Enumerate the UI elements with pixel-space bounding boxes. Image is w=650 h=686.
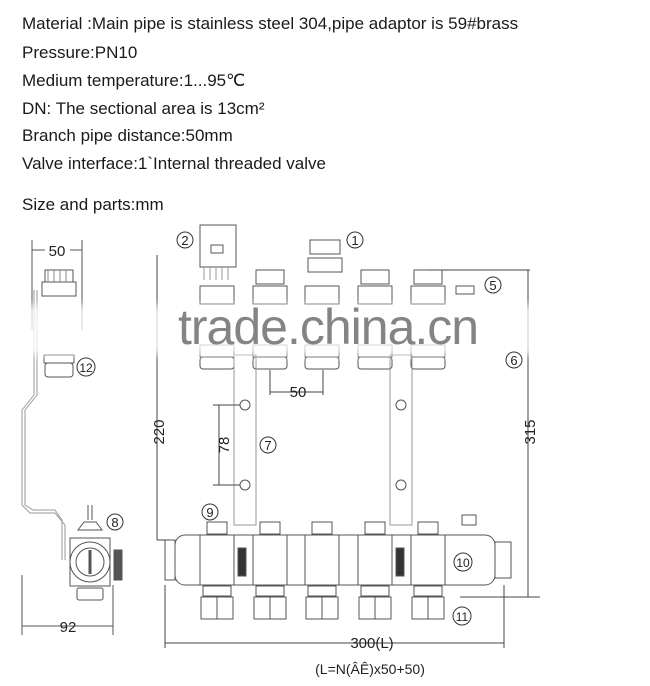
svg-text:9: 9 (206, 505, 213, 520)
spec-pressure: Pressure:PN10 (22, 43, 138, 62)
spec-branch-distance: Branch pipe distance:50mm (22, 126, 233, 145)
bottom-header (164, 514, 512, 620)
watermark: trade.china.cn (178, 299, 479, 355)
svg-text:12: 12 (79, 361, 93, 375)
dim-length: 300(L) (350, 635, 393, 652)
dim-length-formula: (L=N(ÂÊ)x50+50) (315, 661, 425, 677)
callout-9: 9 (201, 503, 219, 521)
dim-height-right: 315 (522, 419, 539, 444)
dim-side-depth: 92 (60, 619, 77, 636)
watermark-band (0, 305, 650, 355)
spec-material: Material :Main pipe is stainless steel 3… (22, 14, 519, 33)
spec-dn-area: DN: The sectional area is 13cm² (22, 99, 265, 118)
svg-text:5: 5 (489, 278, 496, 293)
outlet (199, 521, 235, 620)
top-manifold (199, 224, 475, 526)
svg-text:8: 8 (111, 515, 118, 530)
svg-text:7: 7 (264, 438, 271, 453)
svg-text:2: 2 (181, 233, 188, 248)
callout-8: 8 (106, 513, 124, 531)
svg-text:11: 11 (456, 610, 469, 624)
callout-12: 12 (76, 357, 96, 377)
callout-11: 11 (452, 606, 472, 626)
callout-7: 7 (259, 436, 277, 454)
dim-branch-spacing: 50 (290, 384, 307, 401)
callout-1: 1 (346, 231, 364, 249)
callout-2: 2 (176, 231, 194, 249)
spec-temperature: Medium temperature:1...95℃ (22, 71, 246, 90)
svg-text:1: 1 (351, 233, 358, 248)
spec-valve-interface: Valve interface:1`Internal threaded valv… (22, 154, 326, 173)
dim-height-left: 220 (151, 419, 168, 444)
callout-5: 5 (484, 276, 502, 294)
svg-text:10: 10 (456, 556, 470, 570)
outlet (410, 521, 446, 620)
outlet (252, 521, 288, 620)
outlet (357, 521, 393, 620)
size-heading: Size and parts:mm (22, 195, 164, 214)
callout-10: 10 (453, 552, 473, 572)
callout-6: 6 (505, 351, 523, 369)
dimension-lines (156, 255, 540, 648)
svg-text:6: 6 (510, 353, 517, 368)
outlet (304, 521, 340, 620)
part-callouts: 1 2 5 6 7 8 9 10 11 12 (76, 231, 523, 626)
dim-side-width: 50 (49, 243, 66, 260)
dim-bracket-spacing: 78 (216, 437, 233, 454)
